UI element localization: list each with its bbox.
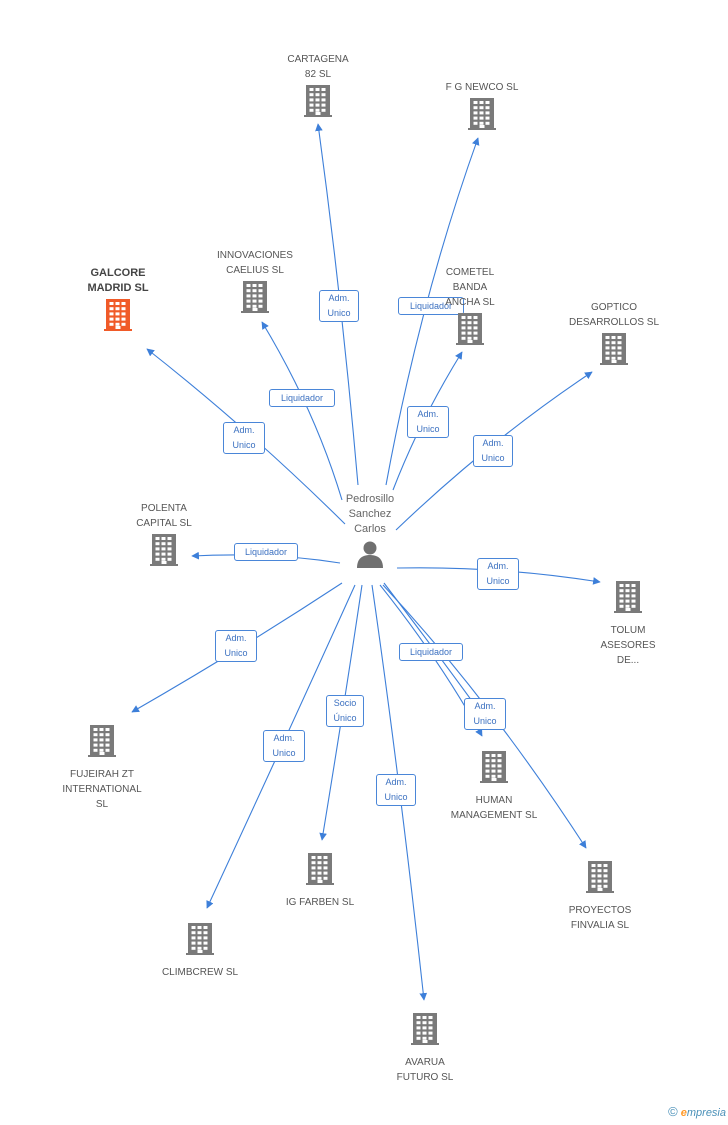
building-icon — [305, 852, 335, 891]
edge-label-polenta[interactable]: Liquidador — [234, 543, 298, 561]
edge-label-innovaciones[interactable]: Liquidador — [269, 389, 335, 407]
company-node-igfarben[interactable]: IG FARBEN SL — [270, 850, 370, 910]
company-name: INNOVACIONES CAELIUS SL — [217, 250, 293, 276]
building-icon — [410, 1012, 440, 1051]
company-name: HUMAN MANAGEMENT SL — [450, 795, 538, 821]
company-name: TOLUM ASESORES DE... — [600, 625, 656, 666]
company-node-avarua[interactable]: AVARUA FUTURO SL — [380, 1010, 470, 1085]
company-node-climbcrew[interactable]: CLIMBCREW SL — [150, 920, 250, 980]
edge-line-innovaciones — [261, 321, 343, 501]
building-icon — [149, 533, 179, 572]
company-name: FUJEIRAH ZT INTERNATIONAL SL — [62, 769, 142, 810]
building-icon — [303, 84, 333, 123]
person-name: Pedrosillo Sanchez Carlos — [345, 493, 395, 535]
building-icon — [479, 750, 509, 789]
company-name: CLIMBCREW SL — [161, 967, 239, 978]
company-node-human[interactable]: HUMAN MANAGEMENT SL — [439, 748, 549, 823]
building-icon — [185, 922, 215, 961]
company-name: CARTAGENA 82 SL — [287, 54, 349, 80]
company-node-fgnewco[interactable]: F G NEWCO SL — [427, 80, 537, 136]
person-node[interactable]: Pedrosillo Sanchez Carlos — [322, 492, 418, 569]
company-name: PROYECTOS FINVALIA SL — [568, 905, 632, 931]
building-icon — [103, 298, 133, 337]
copyright-symbol: © — [668, 1104, 678, 1119]
company-name: COMETEL BANDA ANCHA SL — [445, 267, 495, 308]
brand-initial: e — [680, 1107, 687, 1119]
company-node-fujeirah[interactable]: FUJEIRAH ZT INTERNATIONAL SL — [47, 722, 157, 812]
building-icon — [585, 860, 615, 899]
edge-label-tolum[interactable]: Adm. Unico — [477, 558, 519, 590]
building-icon — [455, 312, 485, 351]
edge-label-galcore[interactable]: Adm. Unico — [223, 422, 265, 454]
company-node-tolum[interactable]: TOLUM ASESORES DE... — [588, 578, 668, 668]
company-node-cartagena[interactable]: CARTAGENA 82 SL — [273, 52, 363, 123]
company-node-galcore[interactable]: GALCORE MADRID SL — [73, 266, 163, 337]
company-name: GALCORE MADRID SL — [87, 267, 149, 294]
edge-label-goptico[interactable]: Adm. Unico — [473, 435, 513, 467]
brand-name: mpresia — [686, 1107, 726, 1119]
company-node-proyectos[interactable]: PROYECTOS FINVALIA SL — [550, 858, 650, 933]
edge-label-cartagena[interactable]: Adm. Unico — [319, 290, 359, 322]
edge-label-fujeirah[interactable]: Adm. Unico — [215, 630, 257, 662]
building-icon — [599, 332, 629, 371]
company-name: GOPTICO DESARROLLOS SL — [568, 302, 660, 328]
edge-label-fgnewco[interactable]: Liquidador — [398, 297, 464, 315]
building-icon — [240, 280, 270, 319]
company-node-polenta[interactable]: POLENTA CAPITAL SL — [119, 501, 209, 572]
building-icon — [467, 97, 497, 136]
company-name: IG FARBEN SL — [285, 897, 355, 908]
company-name: F G NEWCO SL — [445, 82, 519, 93]
person-icon — [357, 541, 383, 568]
company-name: POLENTA CAPITAL SL — [136, 503, 192, 529]
edge-label-human[interactable]: Liquidador — [399, 643, 463, 661]
edge-label-igfarben[interactable]: Socio Único — [326, 695, 364, 727]
company-node-goptico[interactable]: GOPTICO DESARROLLOS SL — [559, 300, 669, 371]
edge-label-climbcrew[interactable]: Adm. Unico — [263, 730, 305, 762]
company-node-cometel[interactable]: COMETEL BANDA ANCHA SL — [430, 265, 510, 351]
company-name: AVARUA FUTURO SL — [396, 1057, 454, 1083]
building-icon — [87, 724, 117, 763]
edge-label-avarua[interactable]: Adm. Unico — [376, 774, 416, 806]
brand-watermark: ©empresia — [668, 1104, 726, 1119]
building-icon — [613, 580, 643, 619]
edge-label-cometel[interactable]: Adm. Unico — [407, 406, 449, 438]
company-node-innovaciones[interactable]: INNOVACIONES CAELIUS SL — [205, 248, 305, 319]
edge-label-human[interactable]: Adm. Unico — [464, 698, 506, 730]
